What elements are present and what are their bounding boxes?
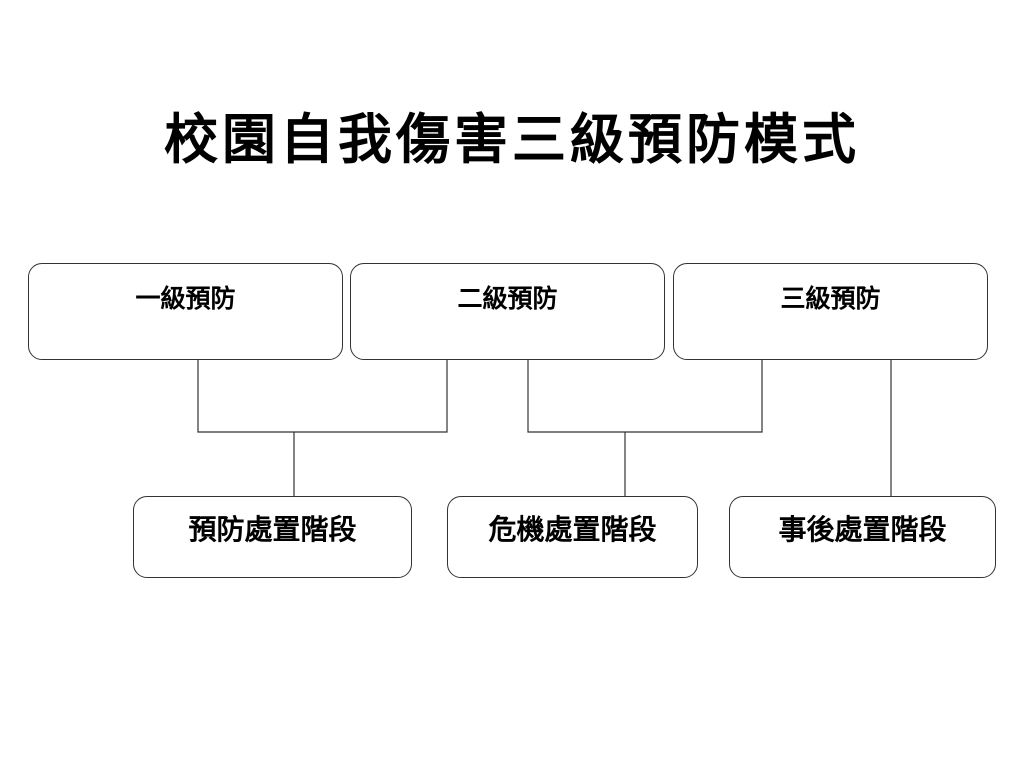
connector-level2-level3-bracket bbox=[527, 360, 763, 433]
tertiary-prevention-box: 三級預防 bbox=[673, 263, 988, 360]
diagram-title: 校園自我傷害三級預防模式 bbox=[164, 107, 860, 171]
crisis-stage-label: 危機處置階段 bbox=[488, 513, 657, 546]
secondary-prevention-box: 二級預防 bbox=[350, 263, 665, 360]
tertiary-prevention-label: 三級預防 bbox=[780, 284, 881, 313]
primary-prevention-box: 一級預防 bbox=[28, 263, 343, 360]
prevention-stage-label: 預防處置階段 bbox=[188, 513, 357, 546]
secondary-prevention-label: 二級預防 bbox=[457, 284, 558, 313]
crisis-stage-box: 危機處置階段 bbox=[447, 496, 698, 578]
prevention-stage-box: 預防處置階段 bbox=[133, 496, 412, 578]
primary-prevention-label: 一級預防 bbox=[135, 284, 236, 313]
connector-level1-level2-bracket bbox=[197, 360, 448, 433]
postvention-stage-box: 事後處置階段 bbox=[729, 496, 996, 578]
postvention-stage-label: 事後處置階段 bbox=[778, 513, 947, 546]
